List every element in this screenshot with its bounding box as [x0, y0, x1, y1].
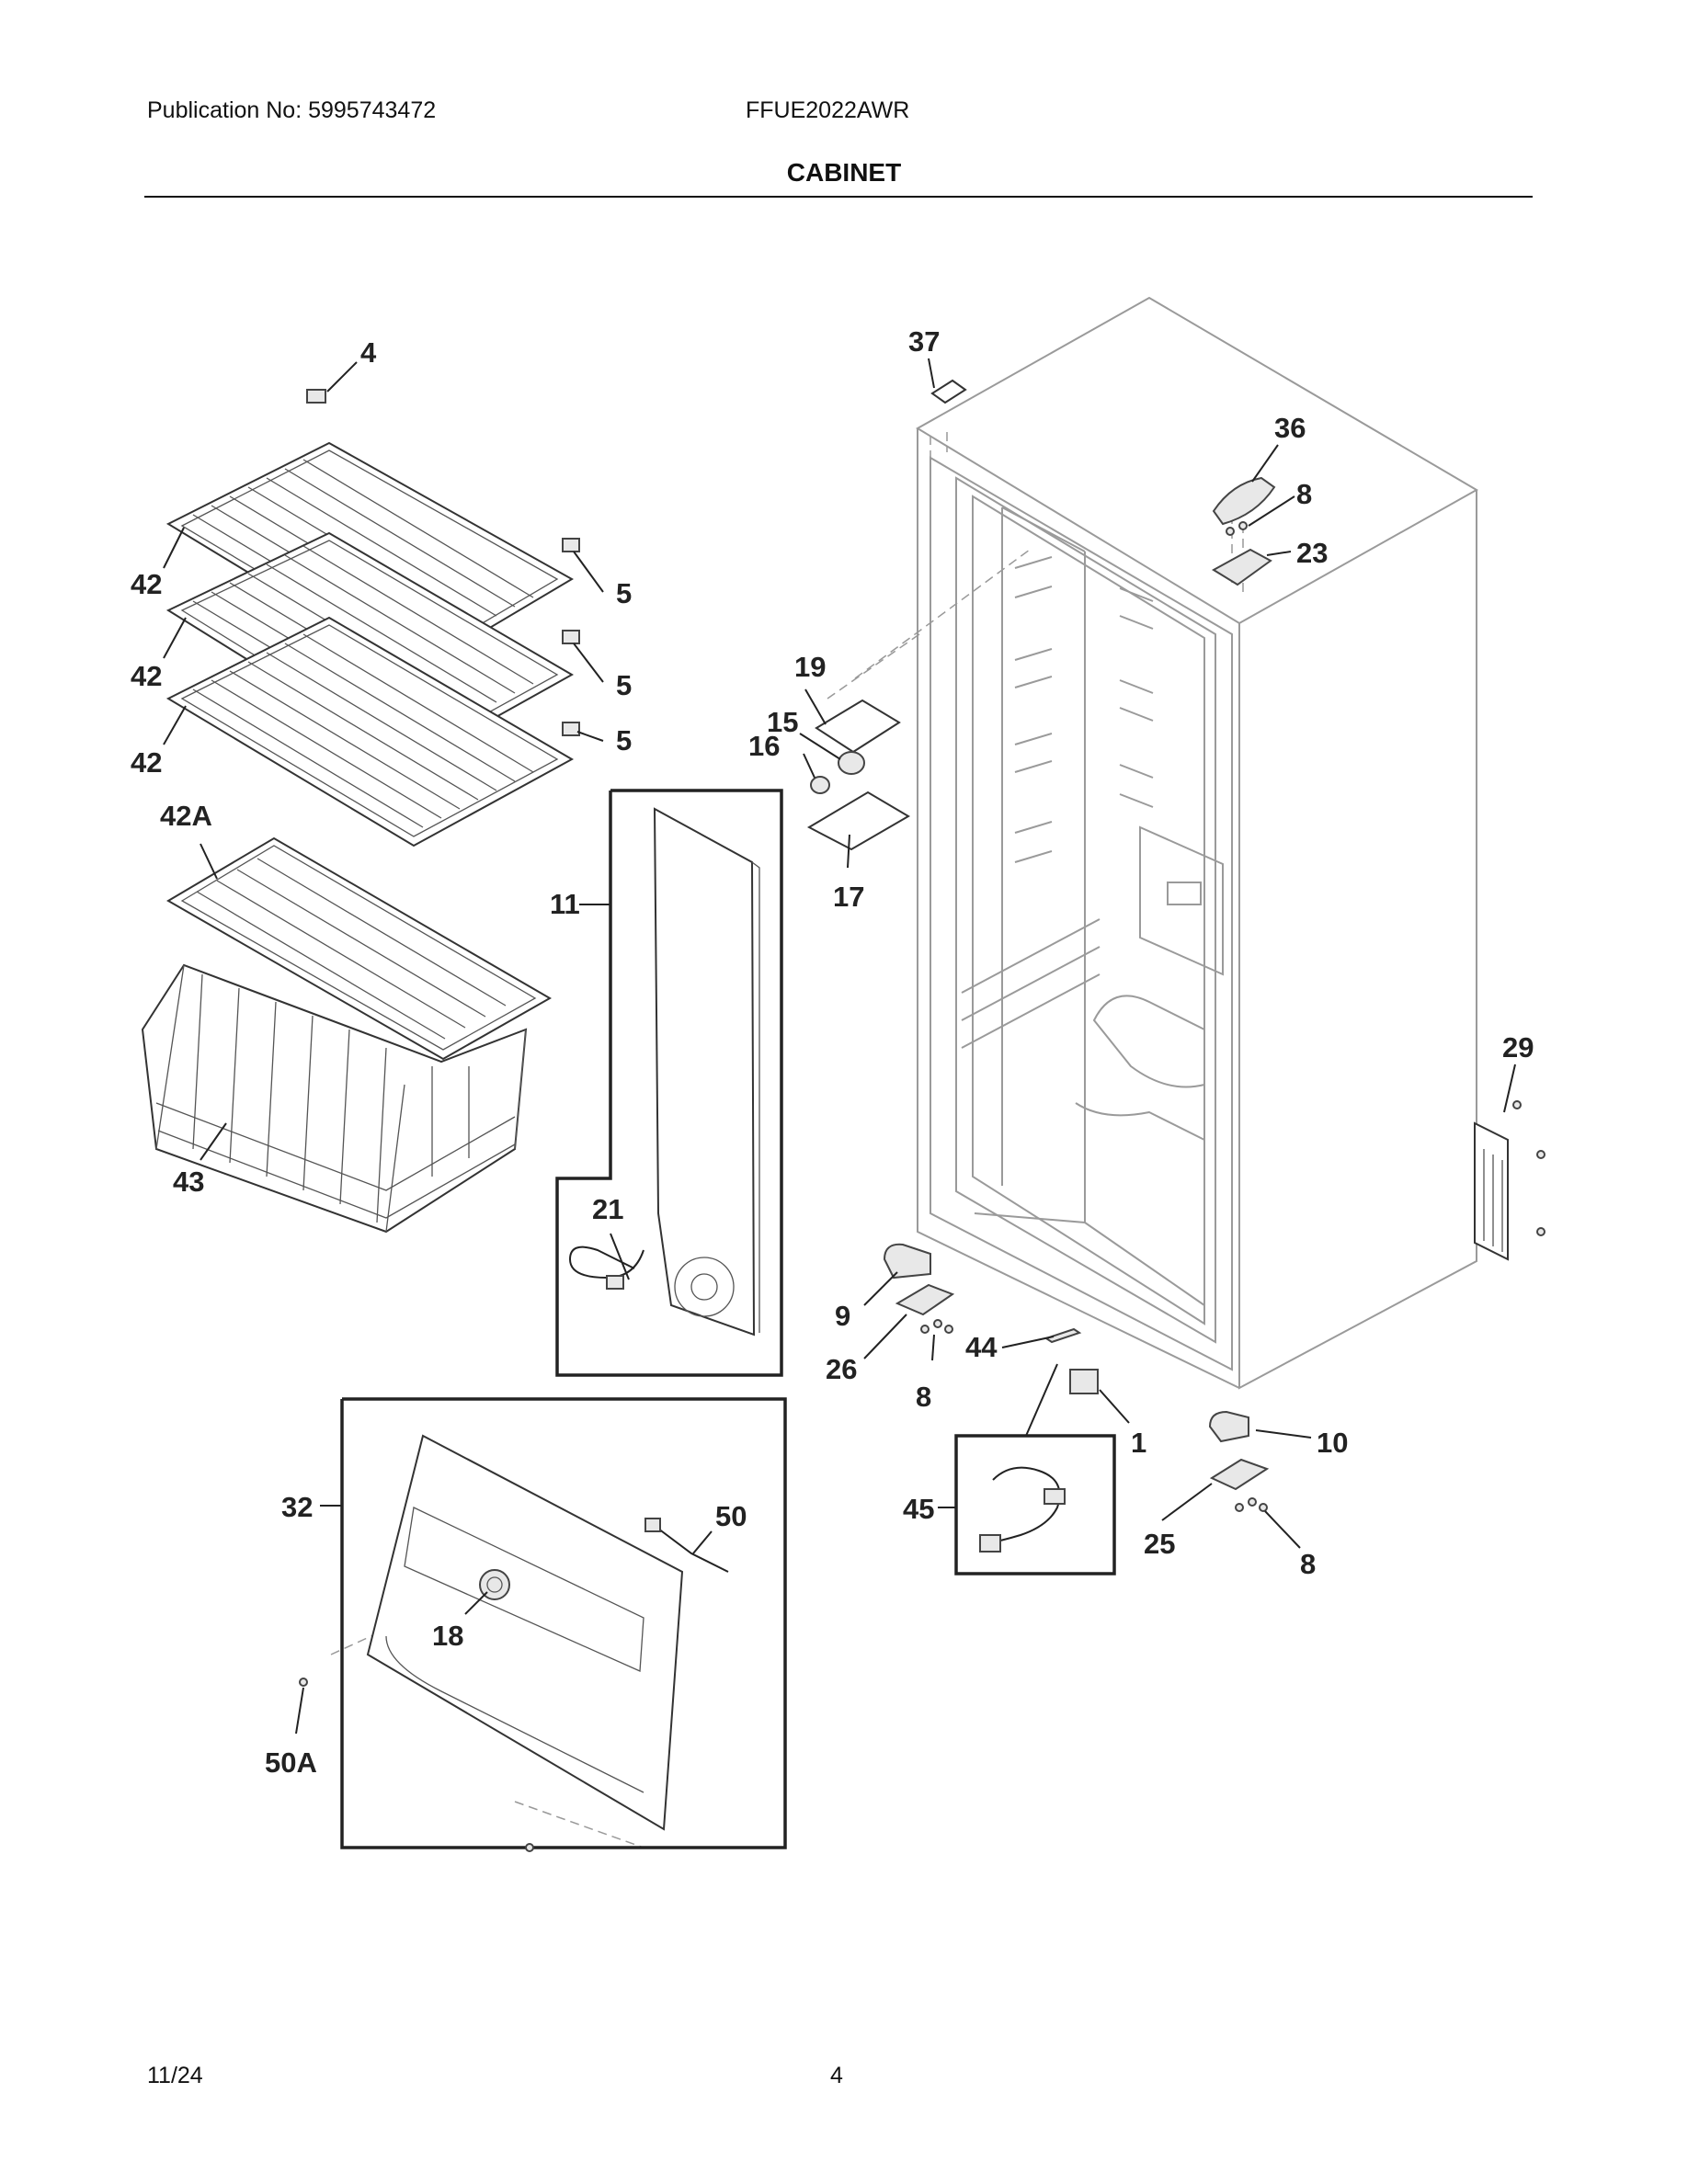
lower-hinge-26: [895, 1283, 955, 1316]
fan-motor-harness: [568, 1246, 644, 1290]
callout-29: 29: [1502, 1031, 1534, 1064]
callout-10: 10: [1317, 1427, 1348, 1459]
freezer-cabinet: [916, 296, 1479, 1390]
top-hinge-23: [1212, 548, 1272, 586]
box-toe-grille: [340, 1397, 787, 1849]
callout-50: 50: [715, 1500, 747, 1532]
callout-5b: 5: [616, 669, 632, 701]
callout-labels: 4 5 5 5 42 42 42 42A 43 11 21 19 15 16 1…: [131, 325, 1534, 1779]
label-37: [930, 379, 967, 404]
bracket-44: [1044, 1327, 1082, 1344]
leader-lines: [163, 358, 1516, 1735]
clip-5b: [562, 630, 580, 644]
callout-8c: 8: [1300, 1548, 1316, 1580]
lower-hinge-25: [1209, 1458, 1270, 1491]
evaporator-cover: [653, 807, 760, 1337]
screw-bottom: [525, 1843, 534, 1852]
light-shield-17: [806, 791, 910, 851]
callout-42c: 42: [131, 746, 162, 779]
model-number: FFUE2022AWR: [746, 97, 910, 123]
screw-50A: [299, 1678, 308, 1687]
callout-16: 16: [748, 730, 780, 762]
condenser-cover-29: [1474, 1100, 1545, 1261]
callout-45: 45: [903, 1493, 934, 1525]
wire-basket: [141, 963, 528, 1234]
leveling-leg-10: [1208, 1410, 1249, 1443]
hinge-cover-36: [1212, 476, 1276, 526]
shelf-rails: [961, 556, 1154, 1049]
clip-5a: [562, 538, 580, 552]
hinge-cover-9: [883, 1243, 931, 1280]
callout-32: 32: [281, 1491, 313, 1523]
page-number: 4: [830, 2063, 843, 2088]
callout-5c: 5: [616, 724, 632, 756]
wire-harness-45: [979, 1466, 1066, 1553]
callout-8a: 8: [1296, 478, 1312, 510]
wire-harness-50: [644, 1518, 729, 1573]
wire-shelf-42A: [166, 836, 553, 1061]
clip-5c: [562, 722, 580, 736]
revision-date: 11/24: [147, 2063, 203, 2088]
screws-bottom-left: [920, 1319, 953, 1334]
callout-21: 21: [592, 1193, 623, 1225]
clip-4: [306, 389, 326, 404]
toe-grille-32: [366, 1434, 684, 1831]
screws-bottom-right: [1235, 1497, 1268, 1512]
callout-11: 11: [550, 888, 580, 920]
callout-26: 26: [826, 1353, 857, 1385]
callout-5a: 5: [616, 577, 632, 609]
page-title: CABINET: [786, 158, 902, 187]
callout-42A: 42A: [160, 800, 212, 832]
callout-17: 17: [833, 881, 864, 913]
callout-15: 15: [767, 706, 798, 738]
callout-37: 37: [908, 325, 940, 358]
callout-42a: 42: [131, 568, 162, 600]
callout-1: 1: [1131, 1427, 1146, 1459]
callout-18: 18: [432, 1620, 463, 1652]
callout-42b: 42: [131, 660, 162, 692]
light-housing-19: [815, 699, 901, 754]
box-evaporator-cover: [555, 789, 783, 1377]
lamp-socket-15: [838, 751, 865, 775]
callout-44: 44: [965, 1331, 998, 1363]
callout-8b: 8: [916, 1381, 931, 1413]
callout-50A: 50A: [265, 1746, 317, 1779]
publication-number: Publication No: 5995743472: [147, 97, 437, 123]
bulb-16: [810, 776, 830, 794]
door-switch-1: [1069, 1369, 1099, 1394]
header-rule: [144, 196, 1533, 198]
callout-9: 9: [835, 1300, 850, 1332]
callout-23: 23: [1296, 537, 1328, 569]
callout-4: 4: [360, 336, 377, 369]
screws-top: [1226, 521, 1248, 536]
callout-19: 19: [794, 651, 826, 683]
callout-43: 43: [173, 1166, 204, 1198]
callout-25: 25: [1144, 1528, 1175, 1560]
box-wire-harness: [954, 1434, 1116, 1575]
wire-shelf-3: [165, 616, 575, 847]
callout-36: 36: [1274, 412, 1306, 444]
